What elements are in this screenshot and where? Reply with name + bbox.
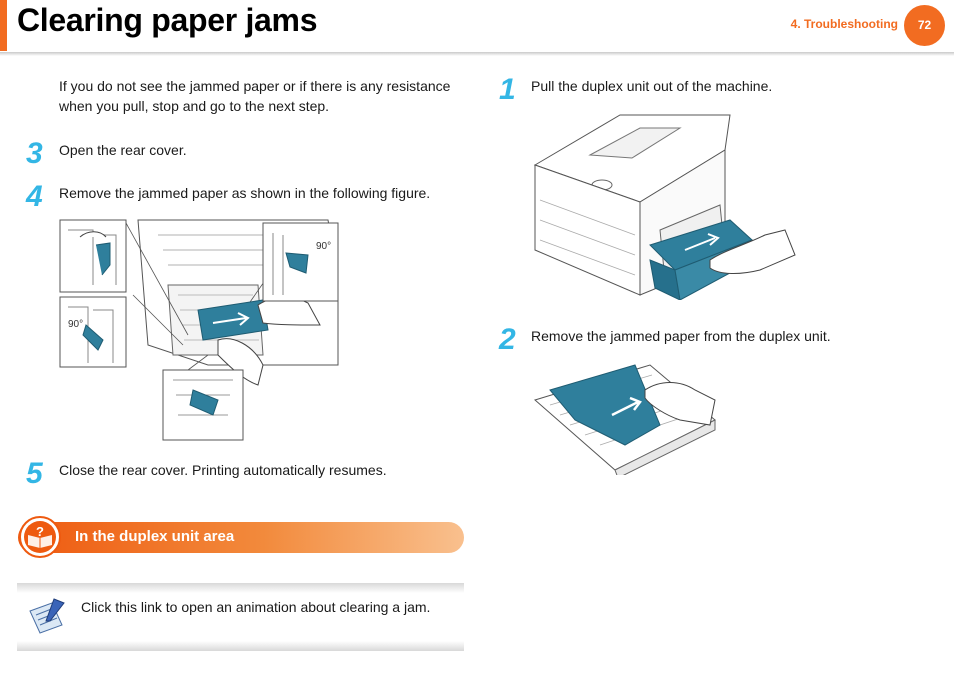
help-book-icon: ? — [19, 516, 61, 558]
step-5-number: 5 — [26, 457, 43, 490]
step-5-text: Close the rear cover. Printing automatic… — [59, 462, 387, 478]
header-divider — [0, 52, 954, 56]
step-1-number: 1 — [499, 73, 516, 106]
angle-label-left: 90° — [68, 319, 83, 330]
rear-cover-jam-figure: 90° 90° — [59, 219, 339, 441]
page-title: Clearing paper jams — [17, 2, 318, 38]
animation-note-icon[interactable] — [26, 597, 68, 635]
step-2-text: Remove the jammed paper from the duplex … — [531, 328, 831, 344]
animation-note-box — [17, 583, 464, 651]
angle-label-right: 90° — [316, 241, 331, 252]
animation-link-text[interactable]: Click this link to open an animation abo… — [81, 599, 431, 615]
step-3-number: 3 — [26, 137, 43, 170]
remove-paper-duplex-figure — [533, 364, 716, 475]
svg-text:?: ? — [36, 524, 44, 539]
step-4-number: 4 — [26, 180, 43, 213]
intro-paragraph: If you do not see the jammed paper or if… — [59, 78, 451, 114]
header-accent-bar — [0, 0, 7, 51]
step-3-text: Open the rear cover. — [59, 142, 187, 158]
section-heading-text: In the duplex unit area — [75, 528, 235, 545]
step-2-number: 2 — [499, 323, 516, 356]
section-heading-bar: In the duplex unit area — [18, 522, 464, 553]
section-breadcrumb[interactable]: 4. Troubleshooting — [790, 17, 898, 31]
step-4-text: Remove the jammed paper as shown in the … — [59, 185, 431, 201]
pull-duplex-unit-figure — [533, 114, 796, 300]
step-1-text: Pull the duplex unit out of the machine. — [531, 78, 773, 94]
page-number-badge: 72 — [904, 5, 945, 46]
